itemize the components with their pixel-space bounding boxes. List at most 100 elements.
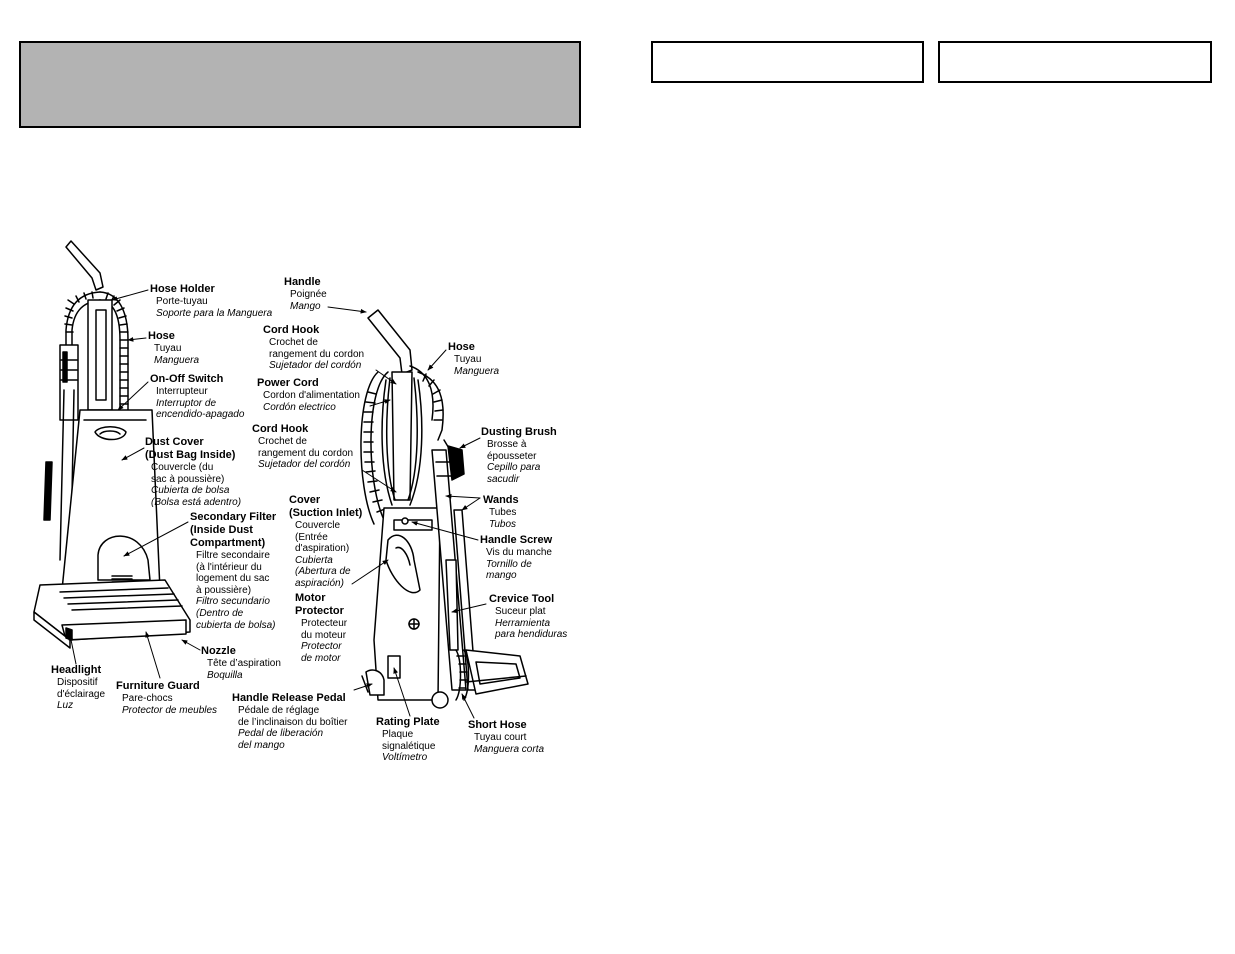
- on-off-switch-fr: Interrupteur: [156, 386, 208, 397]
- empty-title-box-left: [651, 41, 924, 83]
- rating-plate-fr1: Plaque: [382, 729, 414, 740]
- handle-fr: Poignée: [290, 289, 327, 300]
- secondary-filter-title2: (Inside Dust: [190, 524, 253, 536]
- handle-es: Mango: [290, 300, 321, 312]
- hose-holder-label: Hose Holder Porte-tuyau Soporte para la …: [150, 283, 272, 319]
- hose-holder-fr: Porte-tuyau: [156, 296, 208, 307]
- motor-protector-es1: Protector: [301, 641, 342, 653]
- cord-hook-1-title: Cord Hook: [263, 324, 320, 336]
- handle-screw-es2: mango: [486, 570, 517, 582]
- nozzle-fr: Tête d’aspiration: [207, 658, 281, 669]
- handle-label: Handle Poignée Mango: [284, 276, 327, 312]
- hose-left-title: Hose: [148, 330, 175, 342]
- cover-es1: Cubierta: [295, 554, 333, 566]
- secondary-filter-es2: (Dentro de: [196, 607, 244, 619]
- headlight-label: Headlight Dispositif d'éclairage Luz: [51, 664, 105, 712]
- secondary-filter-fr2: (à l'intérieur du: [196, 561, 262, 573]
- nozzle-title: Nozzle: [201, 645, 236, 657]
- hose-right-es: Manguera: [454, 365, 500, 377]
- headlight-es: Luz: [57, 700, 74, 712]
- power-cord-es: Cordón electrico: [263, 401, 336, 413]
- secondary-filter-es1: Filtro secundario: [196, 596, 270, 608]
- secondary-filter-fr4: à poussière): [196, 584, 252, 596]
- dust-cover-label: Dust Cover (Dust Bag Inside) Couvercle (…: [145, 436, 241, 508]
- cord-hook-1-label: Cord Hook Crochet de rangement du cordon…: [263, 324, 364, 372]
- leader-lines: [68, 289, 487, 719]
- wands-es: Tubos: [489, 518, 517, 530]
- hose-holder-title: Hose Holder: [150, 283, 215, 295]
- cover-fr1: Couvercle: [295, 520, 341, 531]
- handle-screw-es1: Tornillo de: [486, 558, 532, 570]
- dusting-brush-fr1: Brosse à: [487, 439, 527, 450]
- secondary-filter-es3: cubierta de bolsa): [196, 619, 276, 631]
- dust-cover-title2: (Dust Bag Inside): [145, 449, 236, 461]
- power-cord-label: Power Cord Cordon d'alimentation Cordón …: [257, 377, 360, 413]
- motor-protector-title1: Motor: [295, 592, 326, 604]
- secondary-filter-label: Secondary Filter (Inside Dust Compartmen…: [190, 511, 276, 631]
- crevice-tool-es2: para hendiduras: [495, 629, 568, 641]
- rating-plate-es: Voltímetro: [382, 752, 428, 764]
- hose-right-title: Hose: [448, 341, 475, 353]
- dust-cover-es2: (Bolsa está adentro): [151, 496, 242, 508]
- wands-label: Wands Tubes Tubos: [483, 494, 519, 530]
- cord-hook-2-fr1: Crochet de: [258, 436, 307, 447]
- hose-left-label: Hose Tuyau Manguera: [148, 330, 199, 366]
- secondary-filter-title3: Compartment): [190, 537, 266, 549]
- dusting-brush-es1: Cepillo para: [487, 462, 541, 474]
- cord-hook-1-es: Sujetador del cordón: [269, 360, 362, 372]
- empty-title-box-right: [938, 41, 1212, 83]
- short-hose-es: Manguera corta: [474, 743, 545, 755]
- on-off-switch-title: On-Off Switch: [150, 373, 224, 385]
- motor-protector-title2: Protector: [295, 605, 344, 617]
- rating-plate-fr2: signalétique: [382, 740, 436, 752]
- headlight-fr1: Dispositif: [57, 677, 98, 688]
- short-hose-title: Short Hose: [468, 719, 527, 731]
- cord-hook-2-fr2: rangement du cordon: [258, 447, 354, 459]
- wands-fr: Tubes: [489, 507, 517, 518]
- front-view-vacuum: [33, 240, 191, 649]
- cover-fr2: (Entrée: [295, 531, 328, 543]
- on-off-switch-es2: encendido-apagado: [156, 409, 245, 421]
- power-cord-title: Power Cord: [257, 377, 319, 389]
- dust-cover-title1: Dust Cover: [145, 436, 204, 448]
- dusting-brush-fr2: épousseter: [487, 450, 537, 462]
- cord-hook-1-fr2: rangement du cordon: [269, 348, 365, 360]
- headlight-title: Headlight: [51, 664, 102, 676]
- headlight-fr2: d'éclairage: [57, 688, 106, 700]
- furniture-guard-title: Furniture Guard: [116, 680, 200, 692]
- crevice-tool-label: Crevice Tool Suceur plat Herramienta par…: [489, 593, 567, 641]
- handle-release-pedal-label: Handle Release Pedal Pédale de réglage d…: [232, 692, 348, 751]
- nozzle-label: Nozzle Tête d’aspiration Boquilla: [201, 645, 281, 681]
- dusting-brush-label: Dusting Brush Brosse à épousseter Cepill…: [481, 426, 557, 485]
- hose-left-es: Manguera: [154, 354, 200, 366]
- header-panel: [19, 41, 581, 128]
- handle-release-pedal-fr2: de l’inclinaison du boîtier: [238, 716, 348, 728]
- cord-hook-1-fr1: Crochet de: [269, 337, 318, 348]
- cord-hook-2-title: Cord Hook: [252, 423, 309, 435]
- dusting-brush-es2: sacudir: [487, 473, 520, 485]
- cover-title2: (Suction Inlet): [289, 507, 363, 519]
- on-off-switch-es1: Interruptor de: [156, 397, 217, 409]
- cover-fr3: d'aspiration): [295, 543, 350, 555]
- secondary-filter-fr3: logement du sac: [196, 573, 270, 585]
- motor-protector-fr2: du moteur: [301, 629, 347, 641]
- nozzle-es: Boquilla: [207, 669, 243, 681]
- dust-cover-fr1: Couvercle (du: [151, 462, 214, 473]
- handle-screw-title: Handle Screw: [480, 534, 553, 546]
- motor-protector-es2: de motor: [301, 652, 341, 664]
- wands-title: Wands: [483, 494, 519, 506]
- motor-protector-label: Motor Protector Protecteur du moteur Pro…: [295, 592, 347, 664]
- dusting-brush-title: Dusting Brush: [481, 426, 557, 438]
- handle-release-pedal-fr1: Pédale de réglage: [238, 705, 320, 716]
- cover-es3: aspiración): [295, 577, 344, 589]
- secondary-filter-title1: Secondary Filter: [190, 511, 277, 523]
- cord-hook-2-es: Sujetador del cordón: [258, 459, 351, 471]
- short-hose-label: Short Hose Tuyau court Manguera corta: [468, 719, 544, 755]
- hose-holder-es: Soporte para la Manguera: [156, 307, 273, 319]
- furniture-guard-label: Furniture Guard Pare-chocs Protector de …: [116, 680, 217, 716]
- handle-release-pedal-es2: del mango: [238, 739, 285, 751]
- on-off-switch-label: On-Off Switch Interrupteur Interruptor d…: [150, 373, 244, 421]
- rating-plate-label: Rating Plate Plaque signalétique Voltíme…: [376, 716, 440, 764]
- motor-protector-fr1: Protecteur: [301, 618, 348, 629]
